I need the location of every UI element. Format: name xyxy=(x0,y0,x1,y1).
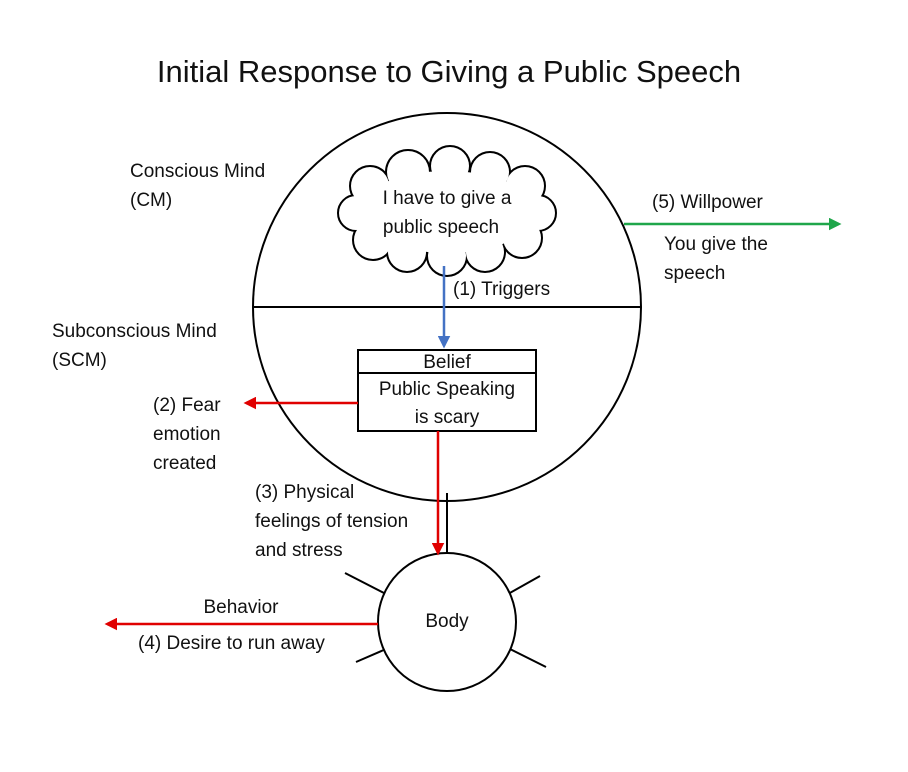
conscious-mind-label-1: Conscious Mind xyxy=(130,161,265,182)
body-circle xyxy=(377,552,517,692)
belief-line-2: is scary xyxy=(415,407,480,428)
behavior-header: Behavior xyxy=(204,597,280,618)
fear-line-3: created xyxy=(153,453,216,474)
thought-line-2: public speech xyxy=(383,217,499,238)
willpower-line-1: You give the xyxy=(664,234,768,255)
belief-line-1: Public Speaking xyxy=(379,379,515,400)
belief-header: Belief xyxy=(423,352,471,373)
physical-line-3: and stress xyxy=(255,540,343,561)
limb-upper-left xyxy=(344,572,387,595)
limb-lower-right xyxy=(507,647,547,668)
willpower-line-2: speech xyxy=(664,263,725,284)
physical-line-2: feelings of tension xyxy=(255,511,408,532)
willpower-header: (5) Willpower xyxy=(652,192,764,213)
behavior-line-1: (4) Desire to run away xyxy=(138,633,325,654)
thought-line-1: I have to give a xyxy=(383,188,512,209)
subconscious-mind-label-2: (SCM) xyxy=(52,350,107,371)
subconscious-mind-label-1: Subconscious Mind xyxy=(52,321,217,342)
limb-upper-right xyxy=(507,575,541,595)
diagram-title: Initial Response to Giving a Public Spee… xyxy=(157,54,741,89)
conscious-mind-label-2: (CM) xyxy=(130,190,172,211)
triggers-label: (1) Triggers xyxy=(453,279,550,300)
fear-line-2: emotion xyxy=(153,424,221,445)
physical-line-1: (3) Physical xyxy=(255,482,354,503)
limb-lower-left xyxy=(355,648,387,663)
fear-line-1: (2) Fear xyxy=(153,395,221,416)
thought-cloud xyxy=(337,145,557,277)
body-label: Body xyxy=(425,611,469,632)
belief-box xyxy=(357,349,537,432)
